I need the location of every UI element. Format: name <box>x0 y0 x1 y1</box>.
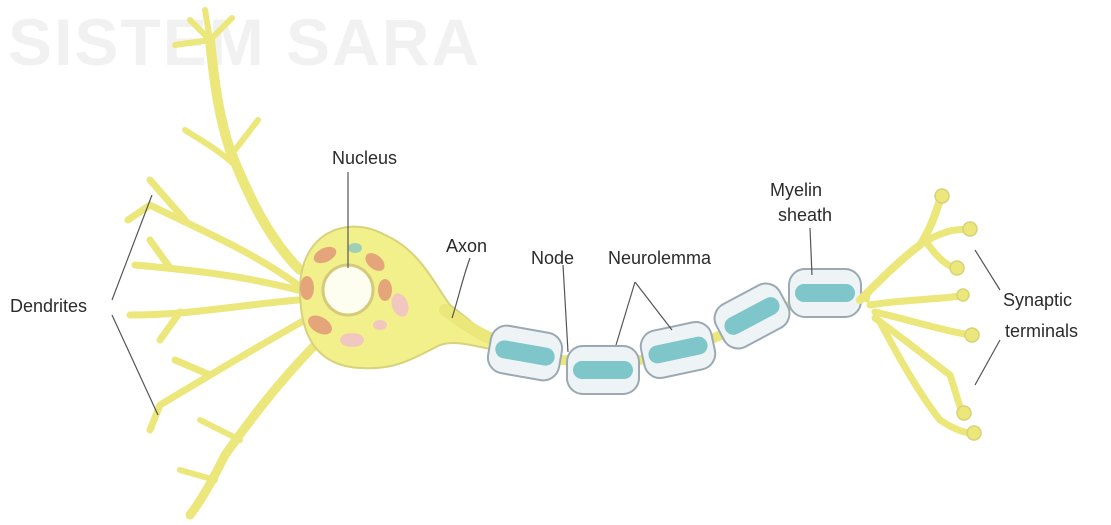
nucleus <box>323 265 373 315</box>
label-axon: Axon <box>446 236 487 258</box>
label-myelin-line1: Myelin <box>770 180 822 202</box>
myelin-sheath <box>485 269 861 394</box>
label-myelin-line2: sheath <box>778 205 832 227</box>
synaptic-terminals <box>860 200 972 433</box>
label-dendrites: Dendrites <box>10 296 87 318</box>
label-neurolemma: Neurolemma <box>608 248 711 270</box>
label-node: Node <box>531 248 574 270</box>
dendrites <box>128 10 320 515</box>
label-synaptic-line1: Synaptic <box>1003 290 1072 312</box>
label-nucleus: Nucleus <box>332 148 397 170</box>
label-synaptic-line2: terminals <box>1005 321 1078 343</box>
